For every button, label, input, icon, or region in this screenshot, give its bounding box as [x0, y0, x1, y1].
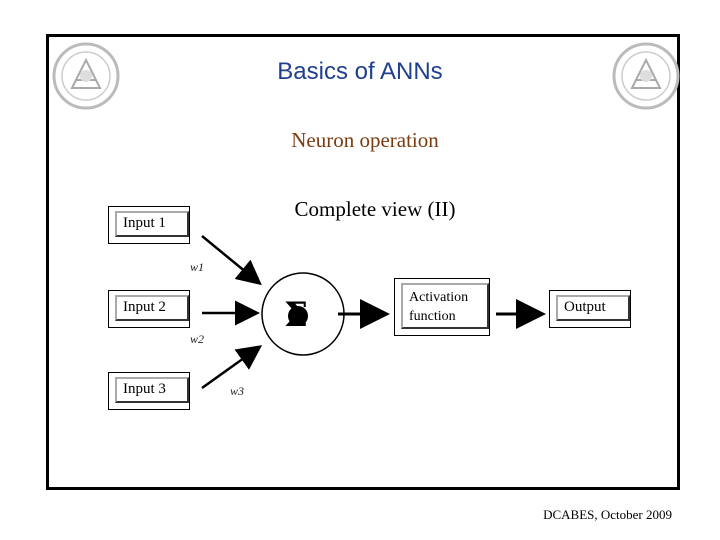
input-2-label: Input 2: [115, 295, 189, 321]
weight-w2: w2: [190, 332, 205, 346]
weight-w3: w3: [230, 384, 245, 398]
activation-line2: function: [409, 309, 456, 324]
arrow-input3: [201, 345, 263, 390]
sigma-blob: [288, 306, 308, 326]
activation-function-label: Activation function: [401, 283, 489, 329]
output-label: Output: [556, 295, 630, 321]
input-3-label: Input 3: [115, 377, 189, 403]
activation-function-box: Activation function: [394, 278, 490, 336]
weight-w1: w1: [190, 260, 205, 274]
slide-frame: [46, 34, 680, 490]
view-title: Complete view (II): [294, 197, 456, 221]
university-seal-icon: [52, 42, 120, 110]
output-box: Output: [549, 290, 631, 328]
university-seal-icon: [612, 42, 680, 110]
input-1-label: Input 1: [115, 211, 189, 237]
input-3-box: Input 3: [108, 372, 190, 410]
arrow-input1: [201, 235, 262, 286]
subtitle: Neuron operation: [291, 128, 439, 152]
input-1-box: Input 1: [108, 206, 190, 244]
activation-line1: Activation: [409, 290, 469, 305]
input-2-box: Input 2: [108, 290, 190, 328]
page-title: Basics of ANNs: [277, 58, 443, 85]
footer-text: DCABES, October 2009: [543, 507, 672, 522]
